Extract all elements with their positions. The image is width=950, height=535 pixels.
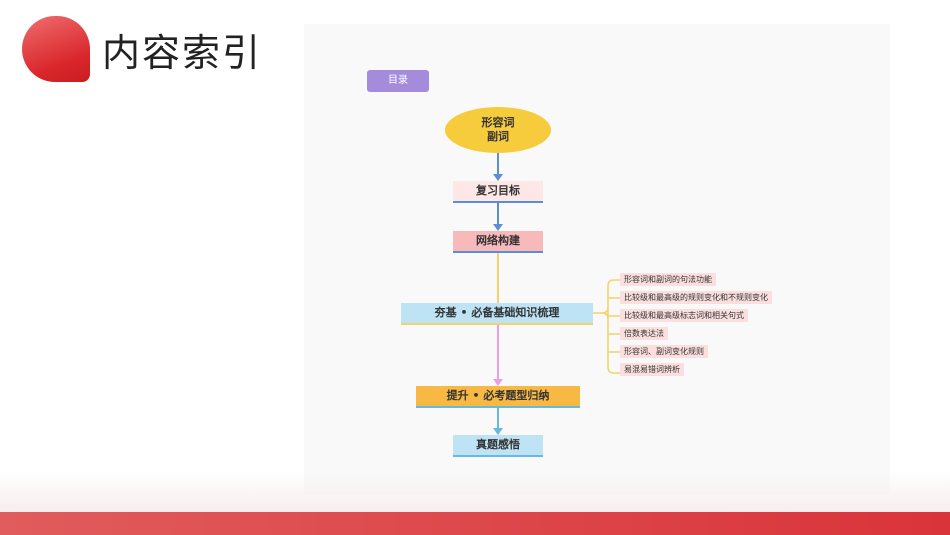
step-network-build: 网络构建 bbox=[453, 231, 543, 253]
step-real-exam: 真题感悟 bbox=[453, 435, 543, 457]
arrowhead-step5 bbox=[493, 428, 503, 435]
branch-item-multiples: 倍数表达法 bbox=[620, 327, 668, 340]
contents-tag: 目录 bbox=[367, 70, 429, 92]
root-node-label: 形容词 副词 bbox=[481, 116, 515, 143]
logo-shape bbox=[22, 16, 90, 82]
root-node: 形容词 副词 bbox=[445, 107, 551, 153]
branch-bracket bbox=[601, 306, 609, 320]
mind-map-panel: 目录 形容词 副词 复习目标 网络构建 夯基 • 必备基础知识梳理 提升 • 必… bbox=[304, 24, 890, 494]
arrowhead-step1 bbox=[493, 174, 503, 181]
branch-item-comparative-signals: 比较级和最高级标志词和相关句式 bbox=[620, 309, 748, 322]
page-title: 内容索引 bbox=[102, 31, 263, 75]
connector-lines bbox=[493, 153, 620, 435]
step-review-goals: 复习目标 bbox=[453, 181, 543, 203]
bottom-accent-bar bbox=[0, 512, 950, 535]
step-question-types: 提升 • 必考题型归纳 bbox=[416, 386, 580, 408]
arrowhead-step2 bbox=[493, 224, 503, 231]
branch-item-change-rules: 形容词、副词变化规则 bbox=[620, 345, 708, 358]
branch-item-syntax: 形容词和副词的句法功能 bbox=[620, 273, 716, 286]
step-basic-knowledge: 夯基 • 必备基础知识梳理 bbox=[401, 303, 593, 325]
branch-connector bbox=[593, 279, 620, 374]
branch-item-comparative-rules: 比较级和最高级的规则变化和不规则变化 bbox=[620, 291, 772, 304]
bottom-fade bbox=[0, 470, 950, 512]
branch-item-confusables: 易混易错词辨析 bbox=[620, 363, 684, 376]
arrowhead-step4 bbox=[493, 379, 503, 386]
